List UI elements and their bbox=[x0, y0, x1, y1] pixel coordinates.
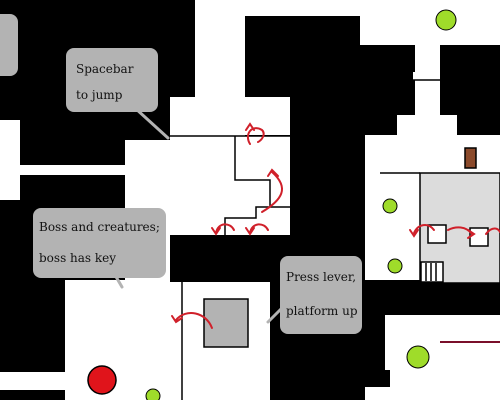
collectible-orb-icon[interactable] bbox=[145, 388, 161, 400]
callout-lever: Press lever, platform up bbox=[280, 256, 362, 334]
collectibles bbox=[145, 9, 457, 400]
callout-boss-line2: boss has key bbox=[39, 251, 117, 265]
lever-icon[interactable] bbox=[420, 261, 444, 283]
callout-jump: Spacebar to jump bbox=[66, 48, 158, 112]
jump-arrow-icon bbox=[447, 226, 476, 239]
jump-arrow-icon bbox=[211, 223, 235, 236]
push-block-icon[interactable] bbox=[203, 298, 249, 348]
collectible-orb-icon[interactable] bbox=[382, 198, 398, 214]
jump-arrow-icon bbox=[261, 168, 284, 213]
collectible-orb-icon[interactable] bbox=[435, 9, 457, 31]
jump-arrow-icon bbox=[245, 122, 265, 145]
player-ball-icon[interactable] bbox=[87, 365, 117, 395]
collectible-orb-icon[interactable] bbox=[406, 345, 430, 369]
platform-right bbox=[469, 227, 489, 247]
callout-lever-line2: platform up bbox=[286, 304, 358, 318]
callout-jump-line2: to jump bbox=[76, 88, 123, 102]
callout-jump-line1: Spacebar bbox=[76, 62, 134, 76]
callout-lever-line1: Press lever, bbox=[286, 270, 357, 284]
collectible-orb-icon[interactable] bbox=[387, 258, 403, 274]
callout-boss: Boss and creatures; boss has key bbox=[33, 208, 166, 278]
callout-boss-line1: Boss and creatures; bbox=[39, 220, 160, 234]
jump-arrow-icon bbox=[409, 224, 435, 238]
door-icon[interactable] bbox=[464, 147, 477, 169]
offscreen-callout-edge bbox=[0, 14, 18, 76]
jump-arrow-icon bbox=[485, 227, 500, 235]
jump-arrow-icon bbox=[245, 223, 269, 236]
jump-arrows bbox=[171, 122, 500, 329]
jump-arrow-icon bbox=[171, 312, 213, 329]
